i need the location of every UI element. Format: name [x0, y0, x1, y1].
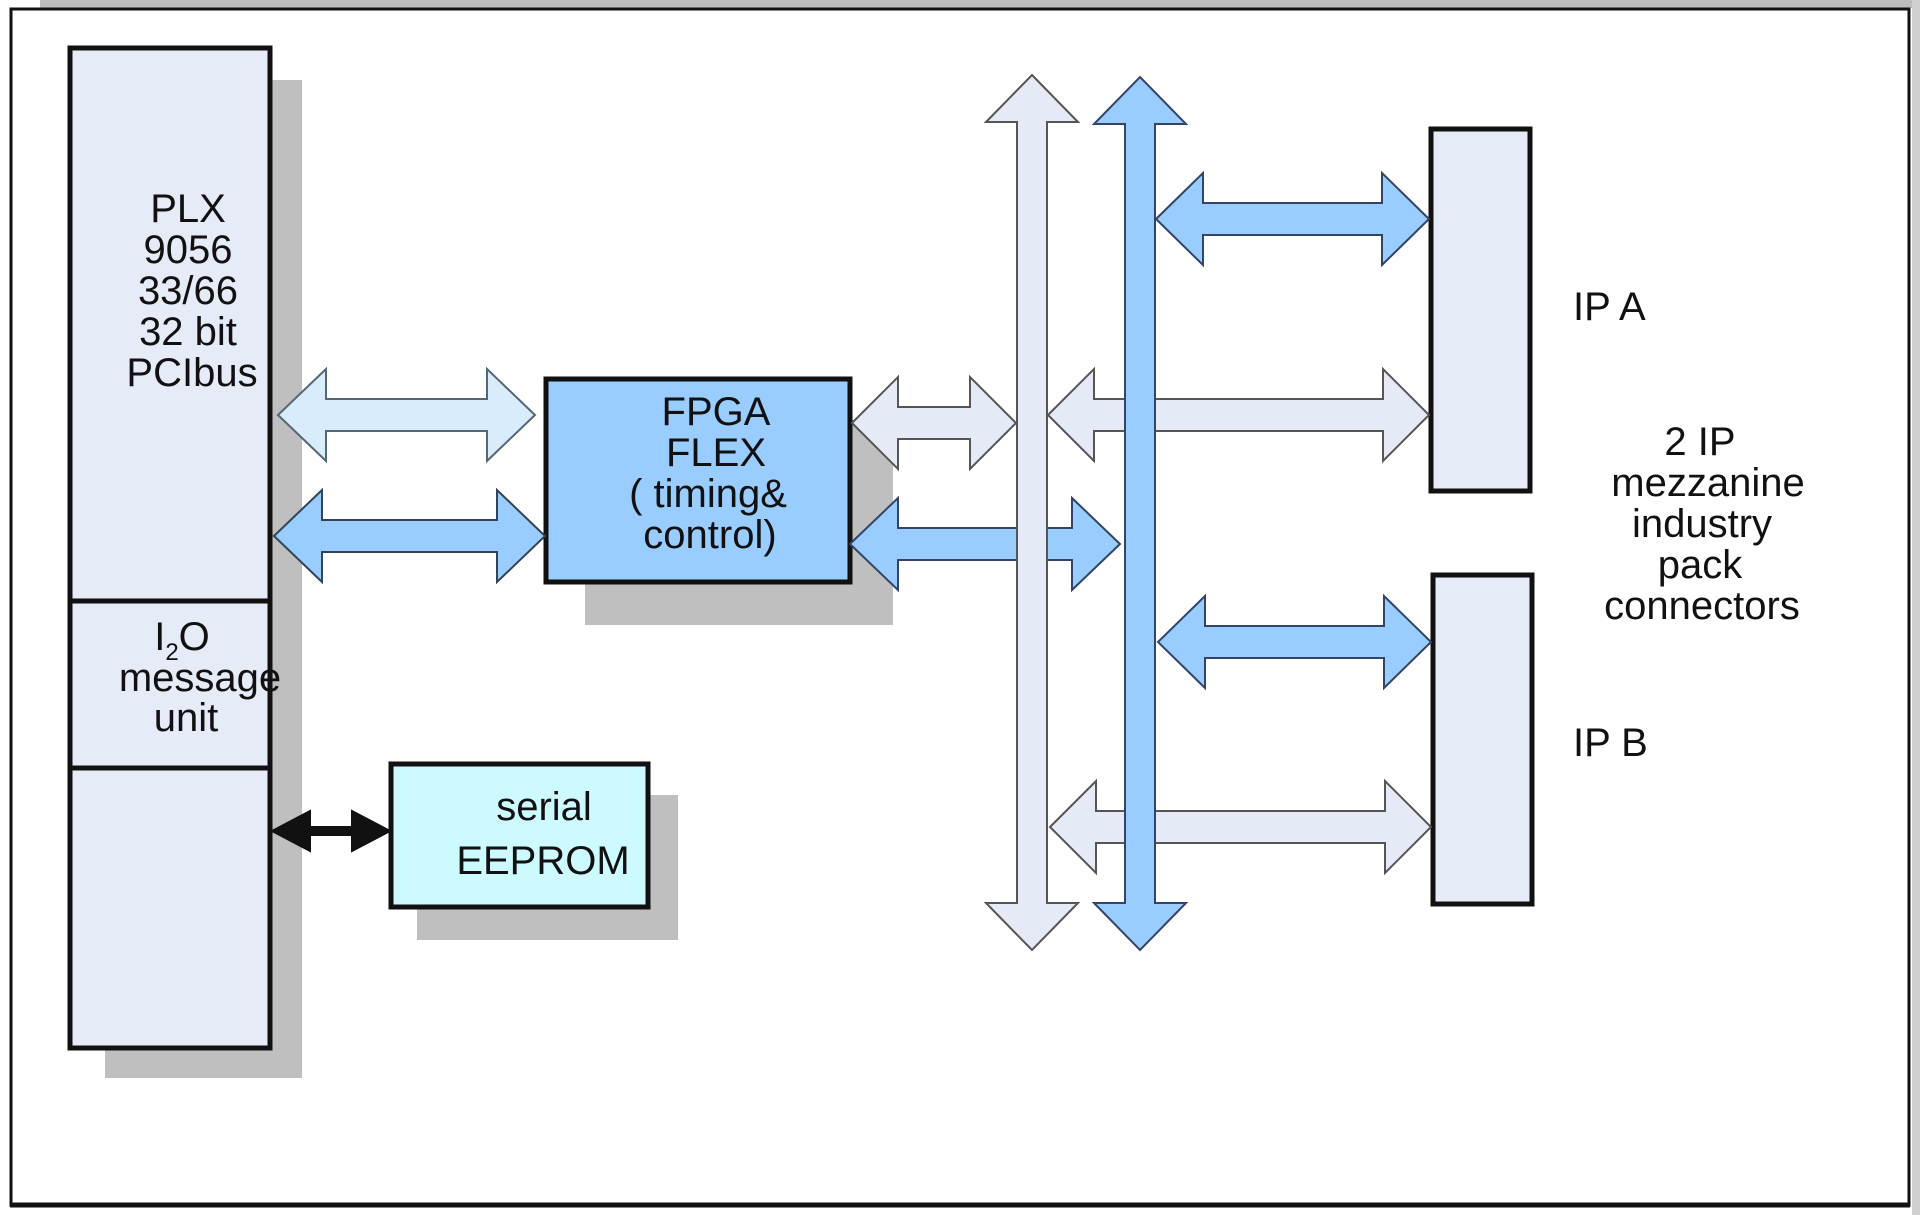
i2o-label-sub: 2 [165, 639, 178, 666]
fpga-label-line: control) [643, 513, 776, 557]
ip-b-block [1430, 572, 1535, 907]
arrows-layer [269, 73, 1433, 952]
i2o-label-i: I [154, 615, 165, 659]
plx-label-line: 33/66 [138, 269, 238, 313]
fpga-block [543, 376, 853, 585]
plx-eeprom-black-arrow [269, 809, 393, 853]
plx-shadow-bottom [105, 1048, 302, 1078]
plx-fpga-pale-arrow [276, 366, 537, 464]
annotation-line: pack [1658, 543, 1743, 587]
light-bus-ip-b-arrow [1048, 778, 1433, 876]
eeprom-label-line: serial [496, 785, 592, 829]
ip-a-block [1428, 126, 1533, 494]
light-bus-crossing-overlay [1017, 500, 1047, 590]
i2o-label-line: I2O [154, 615, 210, 666]
plx-label-line: PCIbus [126, 351, 257, 395]
blue-bus-arrow [1091, 75, 1189, 952]
frame-shadow-top [40, 0, 1920, 8]
frame-shadow-right [1912, 0, 1920, 1215]
fpga-blue-bus-arrow [848, 495, 1122, 593]
plx-label-line: 9056 [144, 228, 233, 272]
plx-label-line: 32 bit [139, 310, 237, 354]
eeprom-label-line: EEPROM [456, 839, 629, 883]
plx-shadow [270, 80, 302, 1078]
i2o-label-line: message [119, 656, 281, 700]
fpga-label-line: FPGA [662, 390, 771, 434]
plx-block [67, 45, 273, 1051]
i2o-label-o: O [179, 615, 210, 659]
annotation-line: industry [1632, 502, 1772, 546]
blue-bus-ip-b-arrow [1156, 593, 1433, 691]
i2o-label-line: unit [154, 696, 219, 740]
annotation-line: connectors [1604, 584, 1800, 628]
annotation-line: 2 IP [1664, 420, 1735, 464]
ip-a-label: IP A [1573, 285, 1646, 329]
fpga-label-line: FLEX [666, 431, 766, 475]
outer-frame [9, 7, 1911, 1207]
fpga-label-line: ( timing& [629, 472, 787, 516]
plx-label-line: PLX [150, 187, 226, 231]
light-bus-ip-a-arrow [1046, 366, 1431, 464]
fpga-light-bus-arrow [850, 374, 1018, 472]
plx-fpga-blue-arrow [272, 487, 547, 585]
ip-b-label: IP B [1573, 721, 1648, 765]
annotation-line: mezzanine [1611, 461, 1804, 505]
eeprom-block [388, 761, 651, 910]
blue-bus-ip-a-arrow [1154, 170, 1431, 268]
